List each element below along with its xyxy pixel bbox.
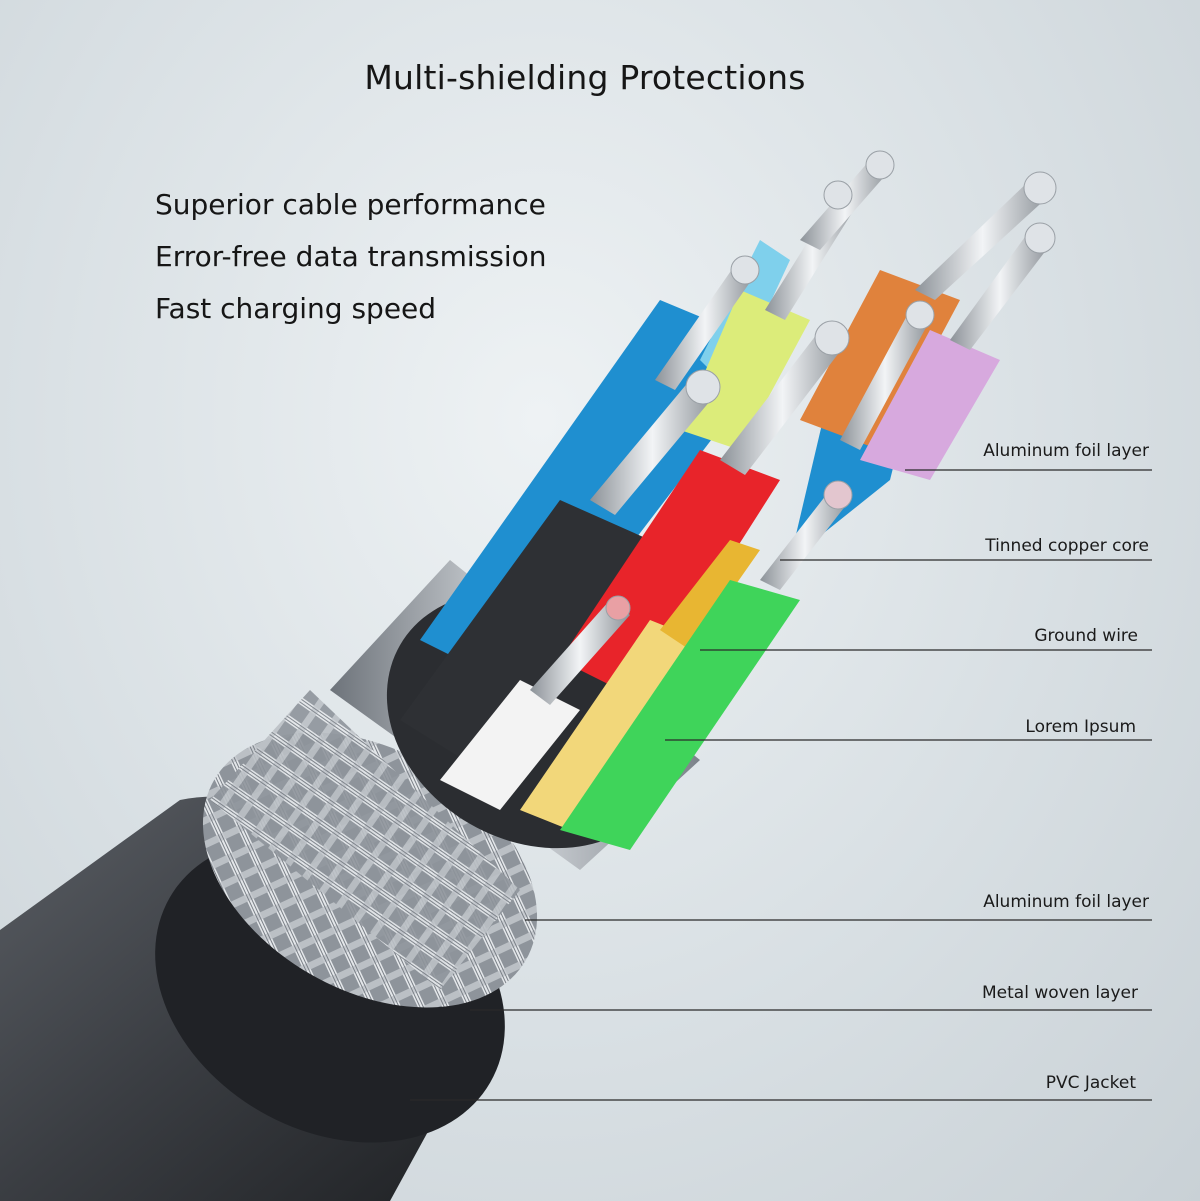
callout-tinned-copper-core: Tinned copper core	[985, 536, 1149, 556]
wire-white	[440, 680, 580, 810]
tinned-copper-cores	[530, 150, 1057, 705]
ground-wire	[660, 540, 760, 650]
wire-black	[400, 500, 650, 770]
callout-lines	[410, 469, 1152, 1101]
callout-lorem-ipsum: Lorem Ipsum	[1025, 717, 1136, 737]
callout-aluminum-foil-layer-top: Aluminum foil layer	[983, 441, 1149, 461]
page-title: Multi-shielding Protections	[364, 58, 806, 97]
feature-performance: Superior cable performance	[155, 188, 546, 221]
feature-charging-speed: Fast charging speed	[155, 292, 437, 325]
wire-red	[560, 450, 780, 700]
callout-aluminum-foil-layer-bottom: Aluminum foil layer	[983, 892, 1149, 912]
callout-metal-woven-layer: Metal woven layer	[982, 983, 1138, 1003]
callout-pvc-jacket: PVC Jacket	[1045, 1073, 1136, 1093]
callout-ground-wire: Ground wire	[1034, 626, 1138, 646]
wire-green	[560, 580, 800, 850]
wire-purple	[860, 330, 1000, 480]
feature-data-transmission: Error-free data transmission	[155, 240, 547, 273]
wire-yellow	[680, 290, 810, 450]
ground-wire-insulation	[520, 620, 700, 830]
